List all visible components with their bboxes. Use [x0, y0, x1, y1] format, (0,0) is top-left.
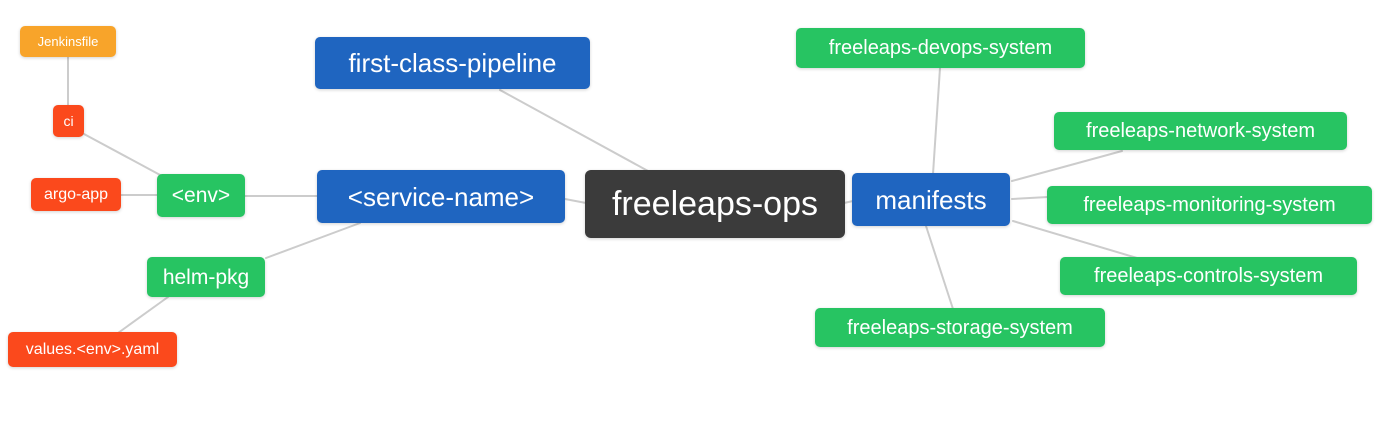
node-ci[interactable]: ci	[53, 105, 84, 137]
edge-values-helm-pkg	[117, 296, 169, 334]
node-freeleaps-devops-system[interactable]: freeleaps-devops-system	[796, 28, 1085, 68]
node-values-env-yaml[interactable]: values.<env>.yaml	[8, 332, 177, 367]
node-helm-pkg[interactable]: helm-pkg	[147, 257, 265, 297]
edge-manifests-monitoring	[1011, 196, 1049, 200]
node-service-name[interactable]: <service-name>	[317, 170, 565, 223]
edge-ci-env	[83, 133, 163, 177]
edge-manifests-storage	[925, 225, 954, 310]
node-freeleaps-monitoring-system[interactable]: freeleaps-monitoring-system	[1047, 186, 1372, 224]
node-manifests[interactable]: manifests	[852, 173, 1010, 226]
edge-manifests-network	[1011, 150, 1123, 182]
node-argo-app[interactable]: argo-app	[31, 178, 121, 211]
node-freeleaps-controls-system[interactable]: freeleaps-controls-system	[1060, 257, 1357, 295]
node-jenkinsfile[interactable]: Jenkinsfile	[20, 26, 116, 57]
node-freeleaps-network-system[interactable]: freeleaps-network-system	[1054, 112, 1347, 150]
node-freeleaps-storage-system[interactable]: freeleaps-storage-system	[815, 308, 1105, 347]
edge-root-manifests	[843, 200, 854, 204]
node-freeleaps-ops[interactable]: freeleaps-ops	[585, 170, 845, 238]
edge-devops-manifests	[932, 67, 941, 175]
edge-pipeline-root	[499, 89, 649, 172]
edge-manifests-controls	[1012, 220, 1138, 259]
edge-helm-pkg-service-name	[265, 222, 361, 259]
node-first-class-pipeline[interactable]: first-class-pipeline	[315, 37, 590, 89]
edge-service-name-root	[564, 198, 587, 204]
node-env[interactable]: <env>	[157, 174, 245, 217]
